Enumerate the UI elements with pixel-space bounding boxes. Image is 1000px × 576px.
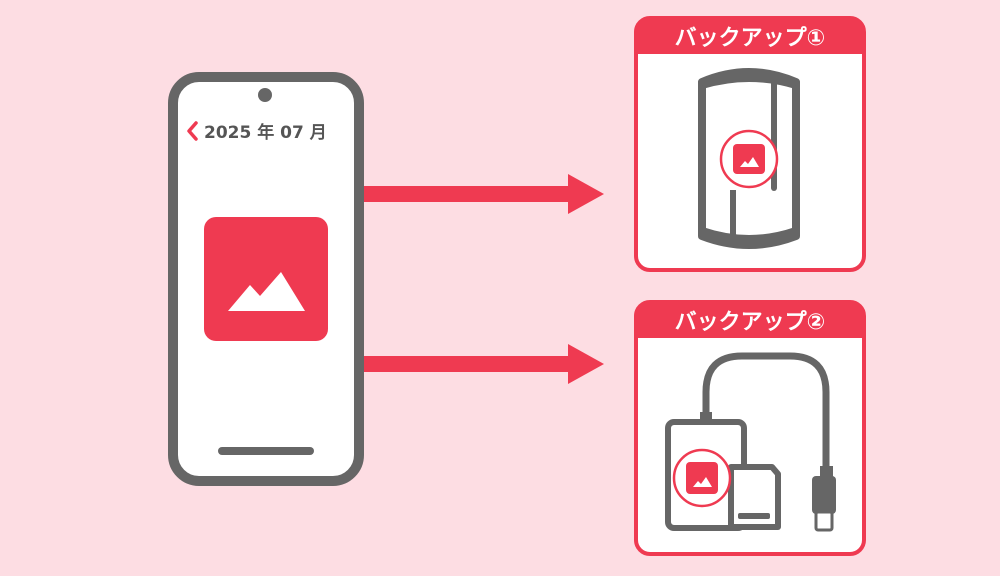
arrow-to-backup-1 xyxy=(364,174,604,214)
photo-badge-icon xyxy=(719,129,779,189)
backup-2-header xyxy=(636,302,864,338)
home-bar xyxy=(218,447,314,455)
phone-header-date: 2025 年 07 月 xyxy=(204,122,327,143)
backup-2-panel: バックアップ② xyxy=(634,300,866,556)
external-drive-and-sd-card-icon xyxy=(665,352,836,532)
backup-2-title: バックアップ② xyxy=(675,310,826,335)
chevron-left-icon[interactable] xyxy=(187,121,198,141)
arrow-to-backup-2 xyxy=(364,344,604,384)
image-mountains-icon xyxy=(204,217,328,341)
smartphone: 2025 年 07 月 xyxy=(168,72,364,486)
photo-badge-icon xyxy=(672,448,732,508)
backup-1-title: バックアップ① xyxy=(675,26,826,51)
camera-icon xyxy=(258,88,272,102)
backup-1-header xyxy=(636,18,864,54)
backup-1-panel: バックアップ① xyxy=(634,16,866,272)
